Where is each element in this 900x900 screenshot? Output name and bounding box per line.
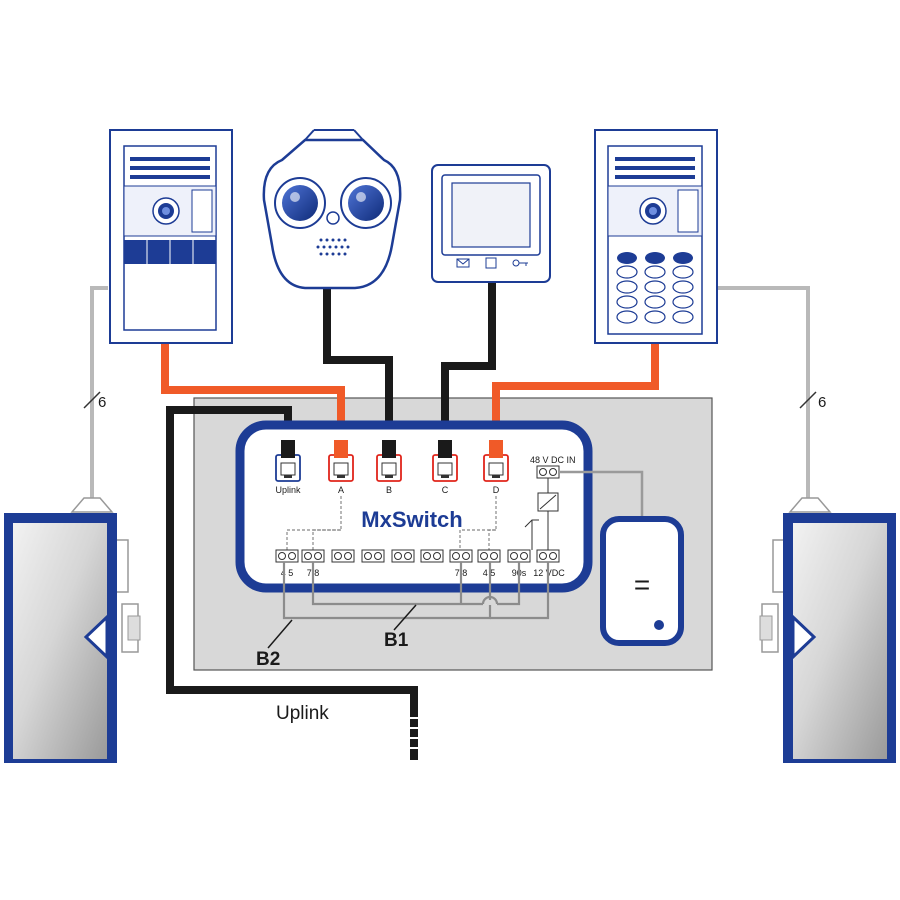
power-supply-cable — [559, 470, 644, 518]
rj45-port-a[interactable] — [328, 454, 354, 482]
terminal-unused-2[interactable] — [361, 549, 385, 563]
terminal-left-78[interactable] — [301, 549, 325, 563]
dual-lens-camera — [262, 129, 402, 290]
terminal-label-left-45: 4 5 — [281, 568, 294, 578]
door-right — [783, 513, 896, 763]
terminal-right-45[interactable] — [477, 549, 501, 563]
terminal-left-45[interactable] — [275, 549, 299, 563]
bus-wires — [282, 562, 550, 620]
terminal-unused-4[interactable] — [420, 549, 444, 563]
bus-leader-lines — [267, 604, 417, 649]
bus-label-b1: B1 — [384, 630, 409, 651]
terminal-right-78[interactable] — [449, 549, 473, 563]
network-cable-orange — [161, 343, 659, 440]
port-labels: Uplink A B C D — [275, 485, 499, 495]
power-in-label: 48 V DC IN — [530, 455, 576, 465]
terminal-unused-1[interactable] — [331, 549, 355, 563]
key-icon — [512, 259, 528, 267]
dc-symbol: = — [634, 569, 650, 600]
rj45-port-uplink[interactable] — [275, 454, 301, 482]
rj45-port-d[interactable] — [483, 454, 509, 482]
uplink-cable-end — [408, 717, 420, 749]
keypad-door-station-right — [594, 129, 718, 344]
wire-count-right: 6 — [818, 394, 826, 411]
power-in-terminal[interactable] — [536, 465, 560, 479]
touch-display-panel — [431, 164, 551, 283]
rj45-plug-heads — [281, 440, 503, 458]
wire-count-left: 6 — [98, 394, 106, 411]
wire-count-marks — [83, 391, 817, 409]
door-station-left — [109, 129, 233, 344]
terminal-unused-3[interactable] — [391, 549, 415, 563]
bus-label-b2: B2 — [256, 649, 280, 670]
port-label-c: C — [442, 485, 449, 495]
uplink-label: Uplink — [276, 703, 329, 724]
network-cable-black — [166, 282, 496, 760]
rj45-port-b[interactable] — [376, 454, 402, 482]
home-icon — [485, 257, 497, 269]
terminal-12vdc[interactable] — [536, 549, 560, 563]
power-supply-unit — [600, 516, 684, 646]
mail-icon — [456, 258, 470, 268]
door-wires — [90, 286, 810, 498]
mxswitch-logo: MxSwitch — [361, 507, 462, 532]
converter-symbol — [524, 478, 559, 550]
port-label-d: D — [493, 485, 500, 495]
keypad-buttons — [616, 252, 694, 324]
port-label-b: B — [386, 485, 392, 495]
terminal-timer-90s[interactable] — [507, 549, 531, 563]
port-label-a: A — [338, 485, 344, 495]
internal-dashed-links — [286, 496, 497, 550]
rj45-port-c[interactable] — [432, 454, 458, 482]
terminal-blocks[interactable] — [275, 549, 560, 563]
terminal-label-vdc: 12 VDC — [533, 568, 565, 578]
port-label-uplink: Uplink — [275, 485, 301, 495]
door-left — [4, 513, 117, 763]
